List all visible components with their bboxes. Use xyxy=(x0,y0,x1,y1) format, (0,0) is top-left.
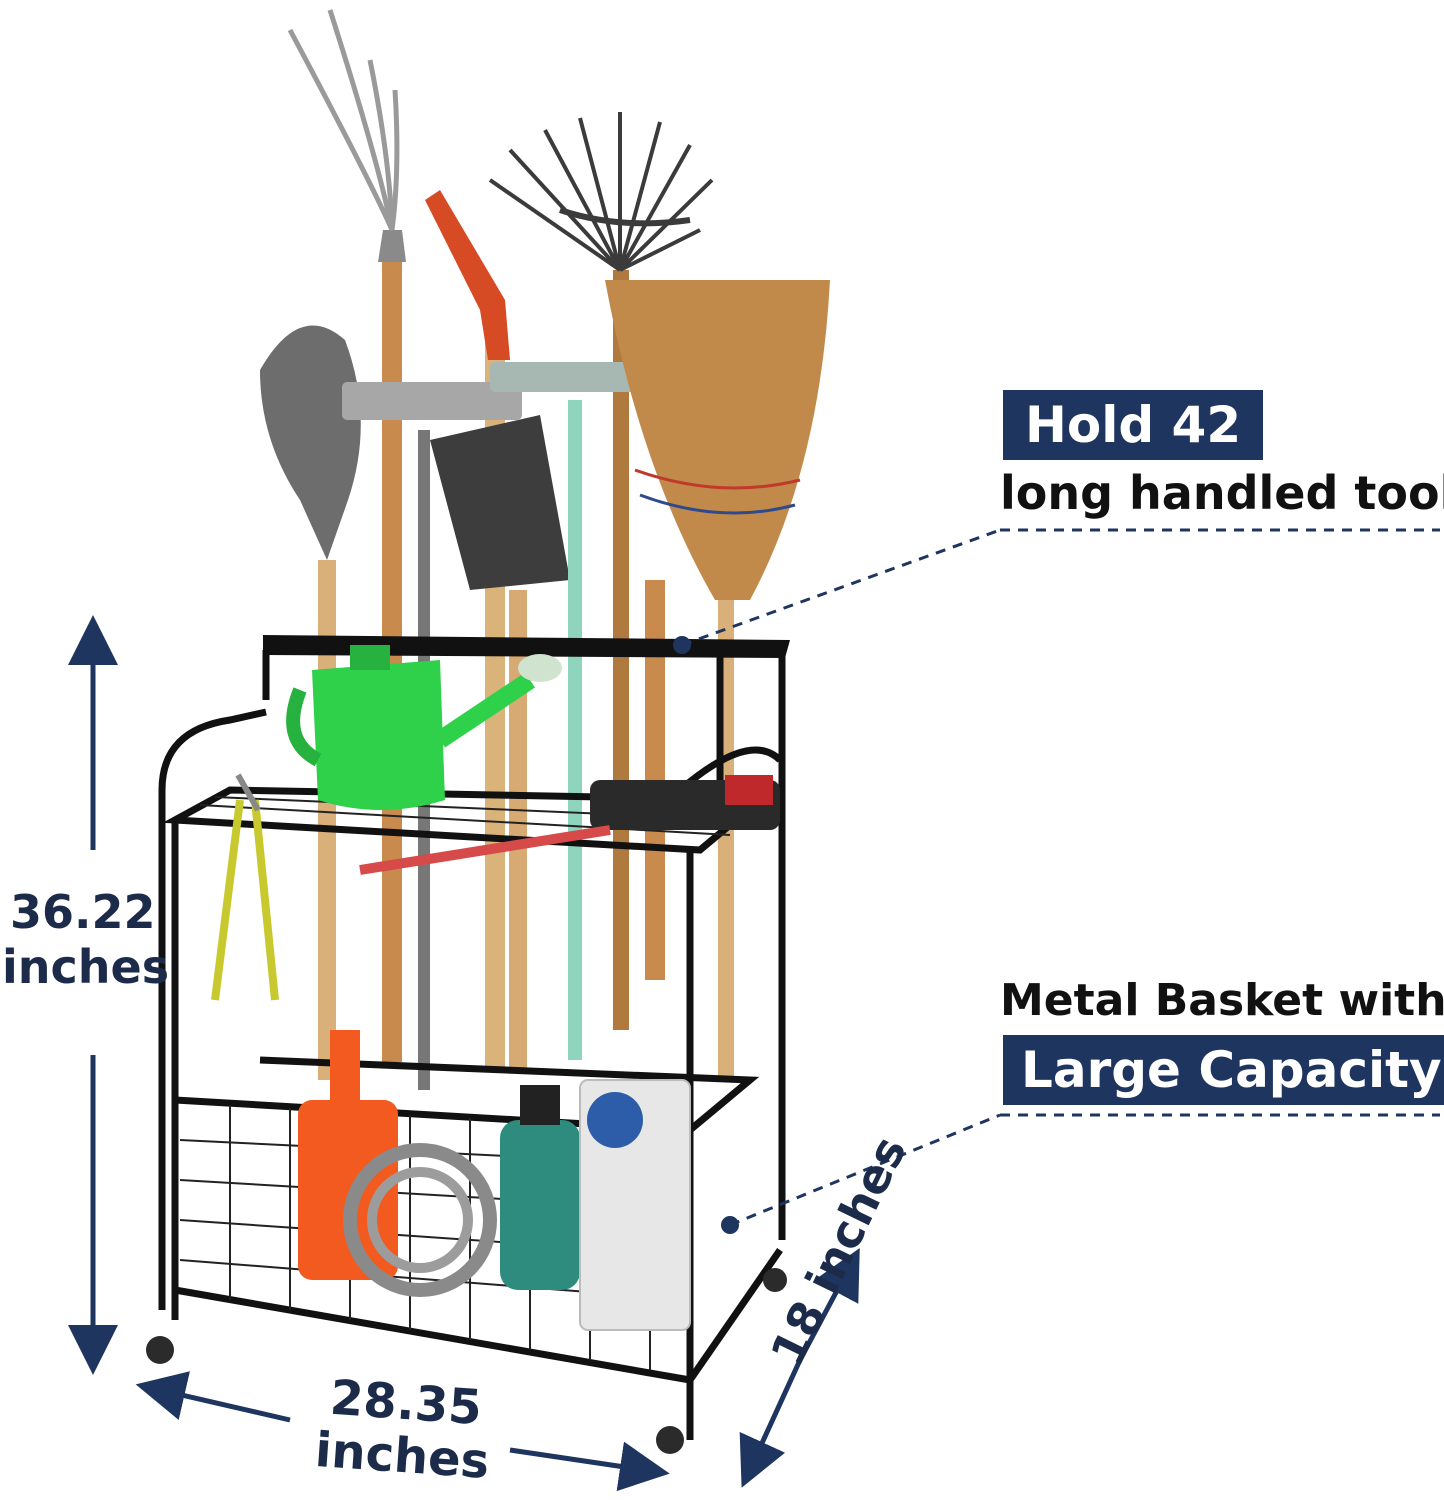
hedge-trimmer-icon xyxy=(359,775,780,875)
broom-icon xyxy=(605,280,830,1080)
height-value-label: 36.22 xyxy=(10,885,156,939)
watering-can-icon xyxy=(286,645,562,810)
garden-tools xyxy=(260,9,830,1090)
callout-leader-basket xyxy=(721,1113,1440,1234)
tool-rack xyxy=(158,635,790,1440)
square-shovel-icon xyxy=(430,415,570,1070)
edger-icon xyxy=(425,190,510,1070)
pitchfork-icon xyxy=(287,9,406,1062)
capacity-caption: long handled tools xyxy=(1000,466,1444,520)
basket-highlight-badge: Large Capacity xyxy=(1003,1035,1444,1105)
callout-leader-capacity xyxy=(673,528,1440,654)
depth-dimension-arrow xyxy=(739,1247,860,1488)
sprayer-green-icon xyxy=(500,1085,580,1290)
caster-wheels xyxy=(146,1268,787,1454)
width-dimension-arrow xyxy=(135,1371,670,1492)
height-unit-label: inches xyxy=(2,940,170,994)
garden-hose-icon xyxy=(343,1143,497,1297)
fertilizer-bag-icon xyxy=(579,1079,691,1331)
capacity-highlight-badge: Hold 42 xyxy=(1003,390,1264,460)
loppers-icon xyxy=(211,773,279,1001)
basket-caption: Metal Basket with xyxy=(1000,975,1444,1026)
